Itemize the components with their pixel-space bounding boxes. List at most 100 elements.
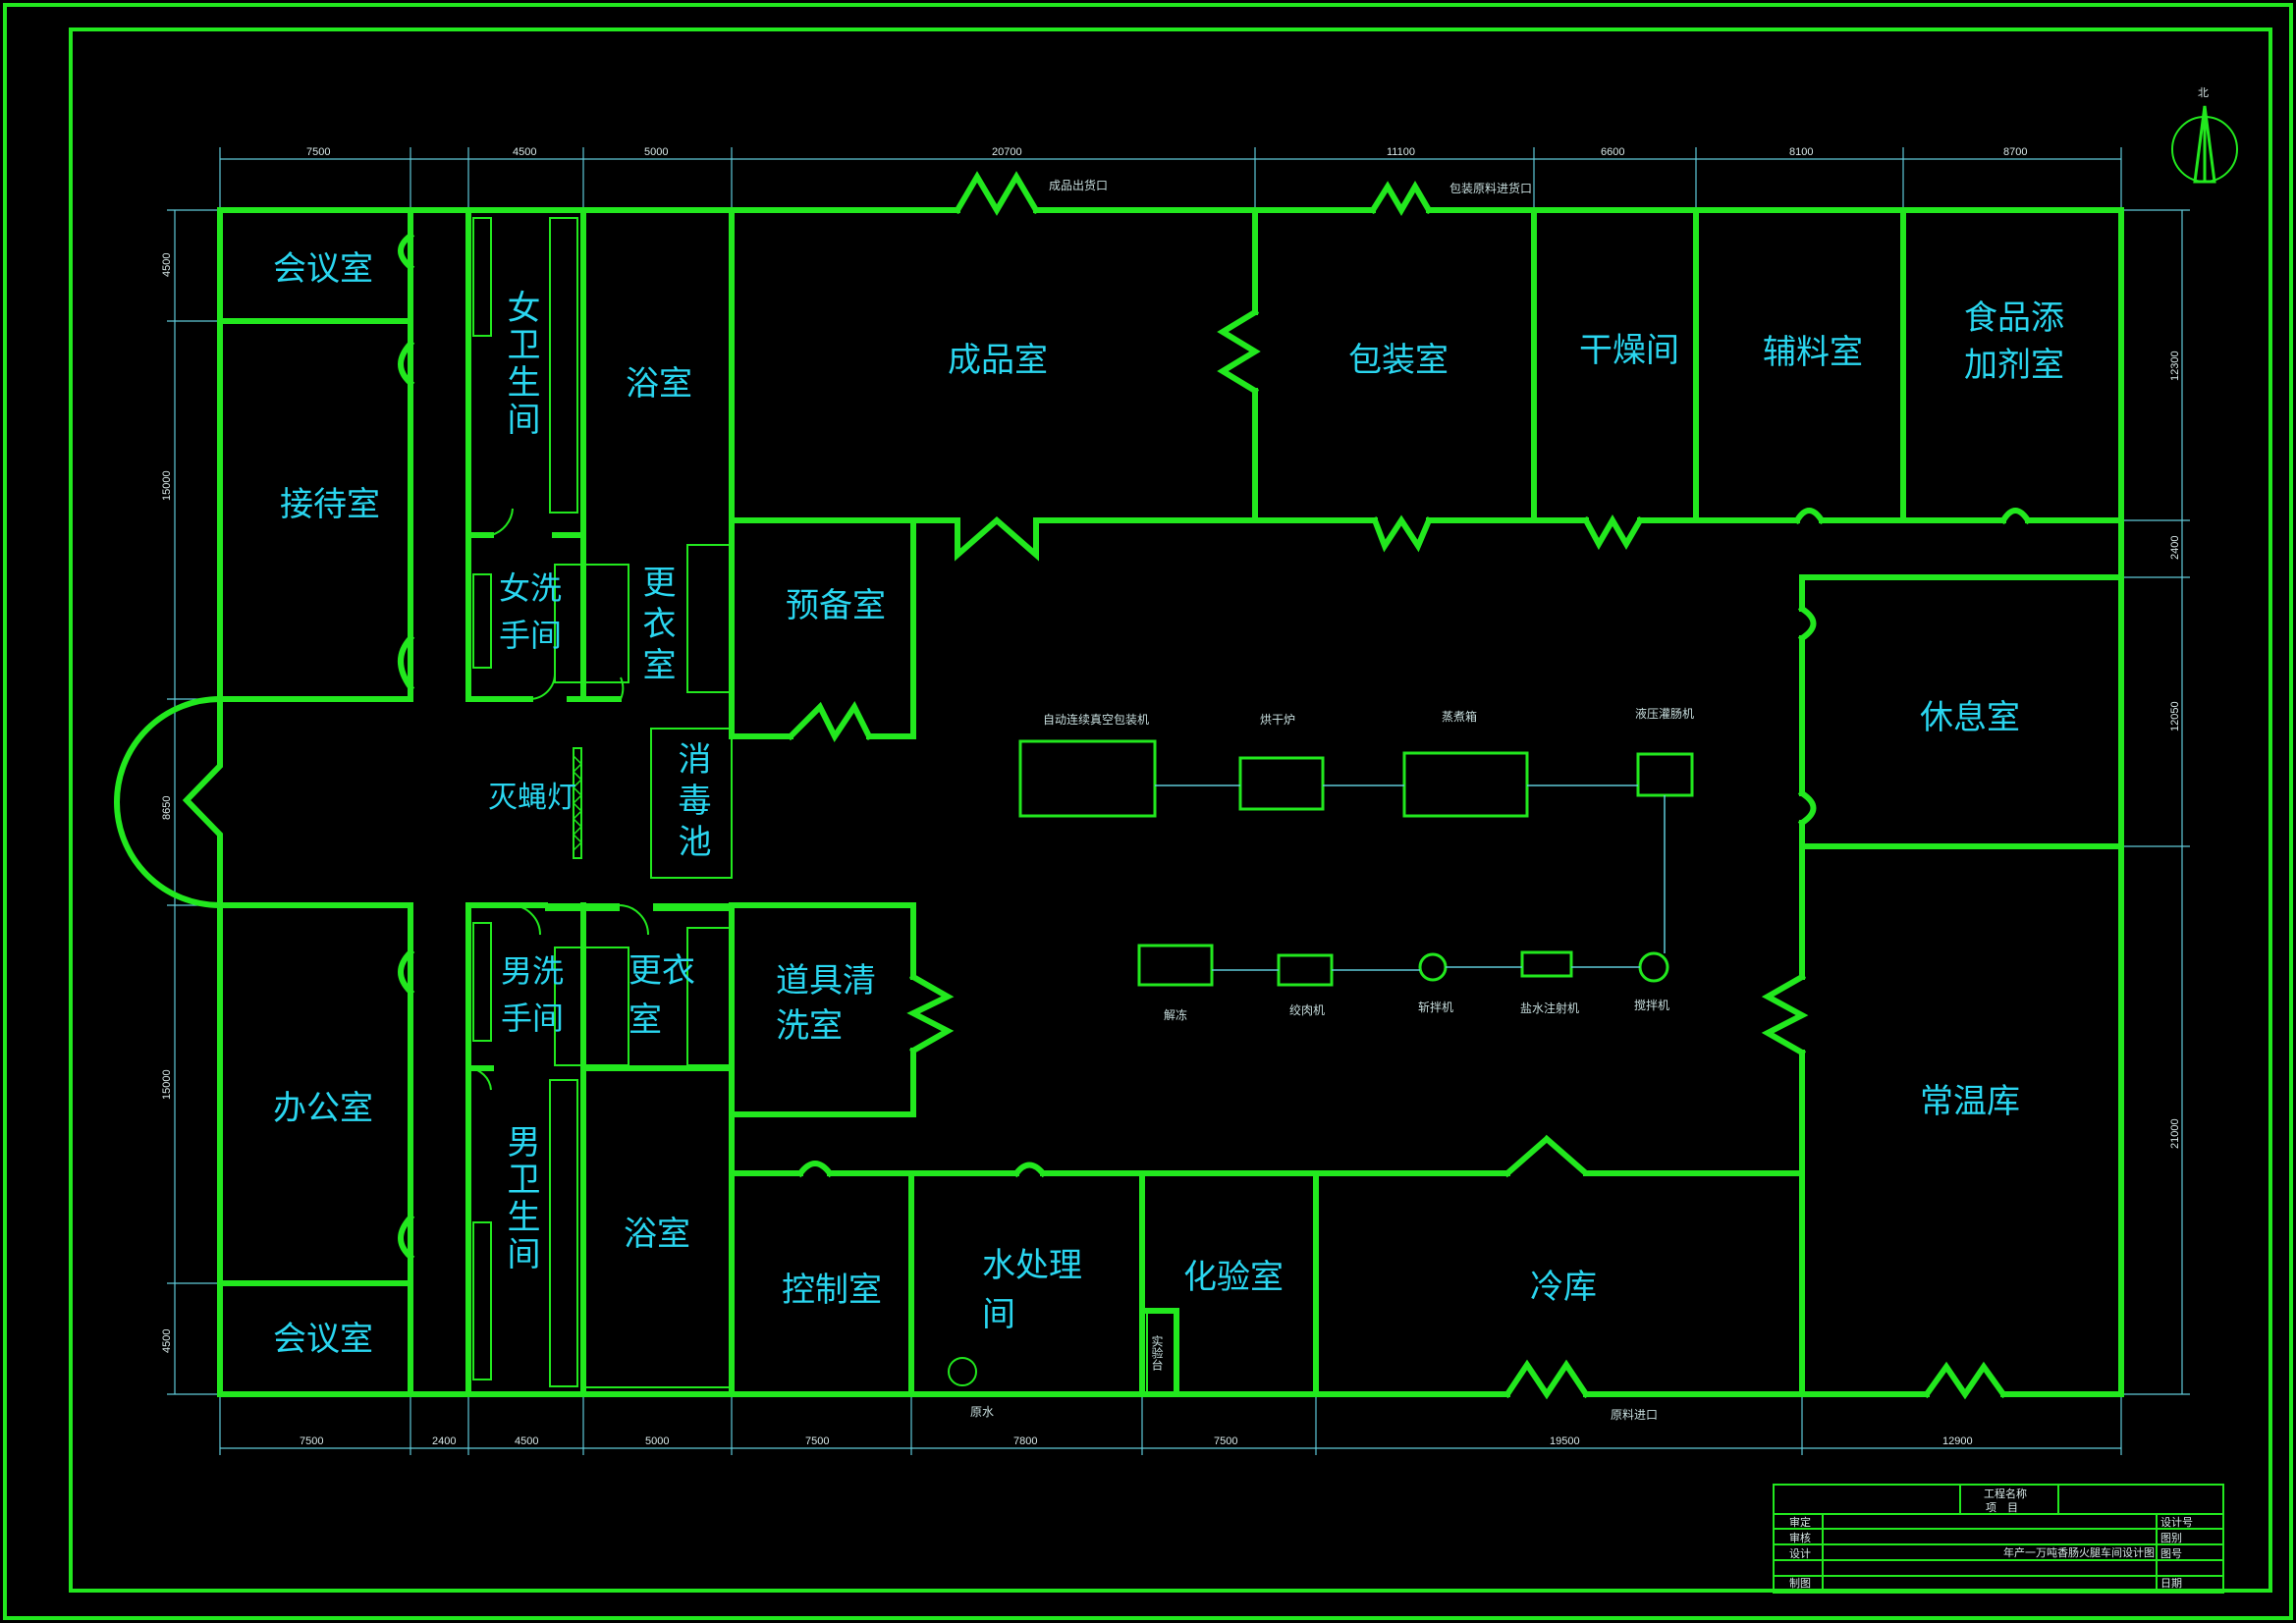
dim-right-1: 12300 xyxy=(2169,351,2181,381)
label-vacuum-packer: 自动连续真空包装机 xyxy=(1043,712,1149,727)
room-water: 水处理间 xyxy=(982,1246,1082,1334)
label-fly-lamp: 灭蝇灯 xyxy=(488,781,576,815)
dimensions-right: 12300 2400 12050 21000 xyxy=(2121,209,2190,1395)
room-cold: 冷库 xyxy=(1530,1268,1597,1307)
door-bar-3 xyxy=(653,903,732,911)
room-women-wash: 女洗手间 xyxy=(499,569,562,654)
room-men-change: 更衣室 xyxy=(629,951,695,1040)
dim-right-4: 21000 xyxy=(2169,1118,2181,1149)
room-women-bath: 浴室 xyxy=(626,364,692,404)
label-injector: 盐水注射机 xyxy=(1520,1001,1579,1015)
room-rest: 休息室 xyxy=(1920,698,2020,737)
dim-bottom-9: 12900 xyxy=(1942,1435,1973,1447)
label-finished-door: 成品出货口 xyxy=(1049,178,1108,192)
raw-water-inlet xyxy=(948,1357,977,1386)
dim-bottom-1: 7500 xyxy=(300,1435,323,1447)
lab-bench xyxy=(1146,1310,1177,1395)
dim-left-1: 4500 xyxy=(161,253,173,277)
label-material-door: 原料进口 xyxy=(1611,1408,1658,1422)
tb-drawing-title: 年产一万吨香肠火腿车间设计图 xyxy=(2003,1545,2155,1559)
entrance-arc xyxy=(114,695,224,909)
tb-row-left-2: 审核 xyxy=(1789,1531,1811,1544)
label-stuffer: 液压灌肠机 xyxy=(1635,706,1694,721)
dim-top-4: 20700 xyxy=(992,146,1022,158)
disinfect-pool xyxy=(650,728,733,879)
label-chopper: 斩拌机 xyxy=(1418,1000,1453,1014)
tb-row-right-2: 图别 xyxy=(2160,1532,2182,1544)
room-lab: 化验室 xyxy=(1183,1258,1284,1297)
dimensions-top: 7500 4500 5000 20700 11100 6600 8100 870… xyxy=(219,146,2122,211)
north-label: 北 xyxy=(2198,86,2209,99)
dryer xyxy=(1238,756,1325,811)
tb-row-left-4: 制图 xyxy=(1789,1577,1811,1590)
walls xyxy=(182,171,2124,1400)
dim-right-3: 12050 xyxy=(2169,701,2181,731)
dim-bottom-2: 2400 xyxy=(432,1435,456,1447)
grinder xyxy=(1277,953,1334,987)
room-additive: 食品添加剂室 xyxy=(1964,298,2064,385)
tb-row-left-3: 设计 xyxy=(1789,1547,1811,1560)
dim-bottom-4: 5000 xyxy=(645,1435,669,1447)
chopper xyxy=(1418,952,1448,982)
tb-project-name: 工程名称 xyxy=(1984,1487,2027,1500)
room-tool-wash: 道具清洗室 xyxy=(776,961,876,1046)
dim-left-4: 15000 xyxy=(161,1069,173,1100)
room-meeting-top: 会议室 xyxy=(273,249,373,289)
tb-row-left-1: 审定 xyxy=(1789,1515,1811,1529)
dim-bottom-5: 7500 xyxy=(805,1435,829,1447)
dim-left-5: 4500 xyxy=(161,1329,173,1353)
tb-row-right-4: 日期 xyxy=(2160,1577,2182,1590)
room-office: 办公室 xyxy=(273,1089,373,1128)
dim-top-5: 11100 xyxy=(1387,146,1415,158)
label-thaw: 解冻 xyxy=(1164,1007,1187,1022)
tb-item: 项 目 xyxy=(1986,1501,2018,1514)
dim-right-2: 2400 xyxy=(2169,536,2181,560)
label-packing-door: 包装原料进货口 xyxy=(1449,181,1532,195)
room-auxiliary: 辅料室 xyxy=(1763,333,1863,372)
room-normal-store: 常温库 xyxy=(1920,1082,2020,1121)
room-men-wash: 男洗手间 xyxy=(501,952,564,1037)
mixer xyxy=(1638,951,1669,983)
room-drying: 干燥间 xyxy=(1579,331,1679,370)
tb-row-right-1: 设计号 xyxy=(2160,1516,2193,1529)
room-women-toilet: 女卫生间 xyxy=(501,290,540,439)
thaw xyxy=(1137,944,1214,987)
dim-left-2: 15000 xyxy=(161,470,173,501)
dim-bottom-6: 7800 xyxy=(1013,1435,1037,1447)
dim-top-1: 7500 xyxy=(306,146,330,158)
north-arrow: 北 xyxy=(2171,86,2238,184)
dim-top-6: 6600 xyxy=(1601,146,1624,158)
room-finished: 成品室 xyxy=(948,341,1048,380)
steamer xyxy=(1402,751,1529,818)
room-women-change: 更衣室 xyxy=(636,565,676,688)
dim-top-7: 8100 xyxy=(1789,146,1813,158)
dim-top-3: 5000 xyxy=(644,146,668,158)
dim-left-3: 8650 xyxy=(161,796,173,820)
room-lab-bench: 实验台 xyxy=(1150,1334,1164,1371)
room-prep: 预备室 xyxy=(786,586,886,625)
dim-top-2: 4500 xyxy=(513,146,536,158)
toilet-fixtures xyxy=(472,217,732,1388)
outer-frame xyxy=(3,3,2293,1620)
dim-bottom-7: 7500 xyxy=(1214,1435,1237,1447)
room-meeting-bottom: 会议室 xyxy=(273,1320,373,1359)
label-steamer: 蒸煮箱 xyxy=(1442,709,1477,724)
injector xyxy=(1520,950,1573,978)
room-packing: 包装室 xyxy=(1348,341,1449,380)
dimensions-bottom: 7500 2400 4500 5000 7500 7800 7500 19500… xyxy=(219,1394,2122,1455)
door-bar-2 xyxy=(583,903,620,911)
dim-top-8: 8700 xyxy=(2003,146,2027,158)
room-men-toilet: 男卫生间 xyxy=(501,1124,540,1273)
title-block: 工程名称 项 目 年产一万吨香肠火腿车间设计图 审定 审核 设计 制图 设计号 … xyxy=(1773,1484,2224,1594)
door-arcs xyxy=(467,508,649,1091)
label-mixer: 搅拌机 xyxy=(1634,998,1669,1012)
equipment-line xyxy=(1018,739,1694,987)
vacuum-packer xyxy=(1018,739,1157,818)
dim-bottom-8: 19500 xyxy=(1550,1435,1580,1447)
tb-row-right-3: 图号 xyxy=(2160,1547,2182,1560)
room-reception: 接待室 xyxy=(280,485,380,524)
inner-frame xyxy=(69,27,2272,1593)
fly-lamp-coil-icon xyxy=(572,755,583,851)
room-control: 控制室 xyxy=(782,1271,882,1310)
